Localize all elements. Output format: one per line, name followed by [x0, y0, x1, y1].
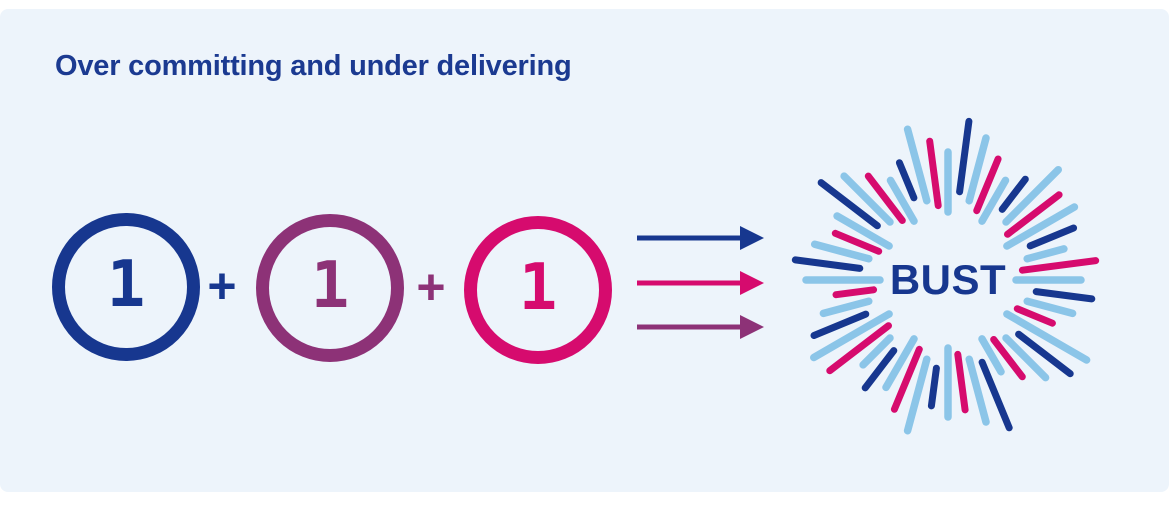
result-arrows	[637, 226, 764, 339]
circle-one-first-value: 1	[106, 248, 146, 322]
arrow-bottom-icon	[637, 315, 764, 339]
burst-rays	[791, 117, 1100, 435]
page-title: Over committing and under delivering	[55, 50, 572, 82]
circle-one-third: 1	[464, 216, 612, 364]
plus-operator-first: +	[207, 258, 237, 314]
arrow-top-icon	[637, 226, 764, 250]
burst-icon	[791, 117, 1100, 435]
circle-one-third-value: 1	[518, 251, 558, 325]
circle-one-second-value: 1	[310, 249, 350, 323]
circle-one-second: 1	[256, 214, 404, 362]
arrow-middle-icon	[637, 271, 764, 295]
circle-one-first: 1	[52, 213, 200, 361]
plus-operator-second: +	[416, 259, 446, 315]
